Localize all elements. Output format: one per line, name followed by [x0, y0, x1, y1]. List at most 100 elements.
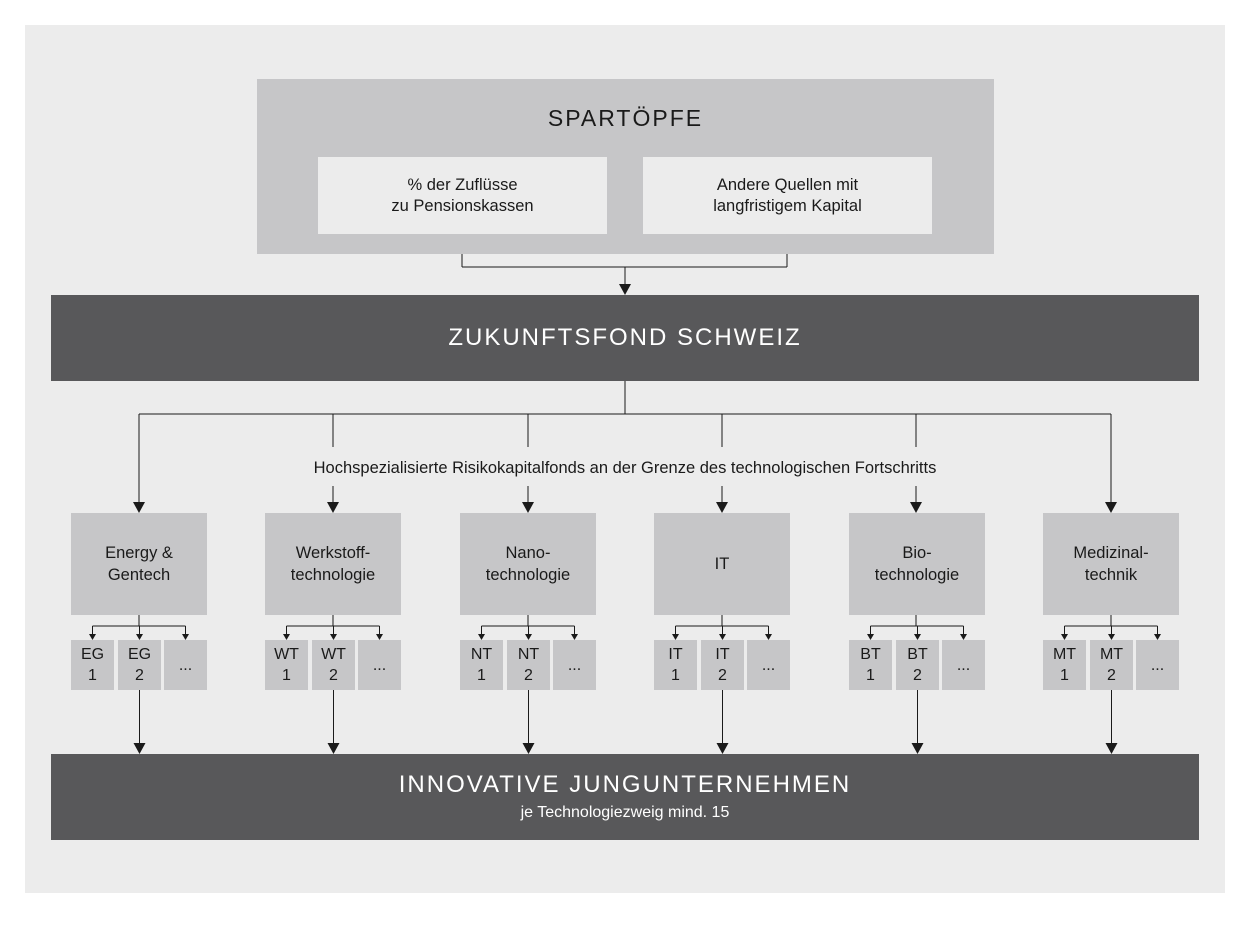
sub-fund-box: IT 2 — [701, 640, 744, 690]
tech-box-label: Gentech — [107, 566, 171, 584]
sub-fund-label: BT — [907, 646, 928, 663]
sub-fund-box: EG 1 — [71, 640, 114, 690]
arrow-head — [133, 743, 146, 754]
arrow-head — [136, 634, 143, 640]
tech-box-medizinal: Medizinal-technik — [1043, 513, 1179, 615]
sub-fund-label: IT — [668, 646, 683, 663]
arrow-head — [327, 502, 339, 513]
tech-box-label: technologie — [290, 566, 376, 584]
tech-box-bio: Bio-technologie — [849, 513, 985, 615]
future-fund-bar: ZUKUNFTSFOND SCHWEIZ — [51, 295, 1199, 381]
arrow-head — [1105, 743, 1118, 754]
arrow-head — [1105, 502, 1117, 513]
branch-caption: Hochspezialisierte Risikokapitalfonds an… — [200, 456, 1050, 480]
sub-fund-label: ... — [567, 656, 582, 674]
arrow-head — [327, 743, 340, 754]
arrow-head — [1061, 634, 1068, 640]
sub-fund-box: NT 2 — [507, 640, 550, 690]
arrow-head — [522, 743, 535, 754]
source-pension-inflows: % der Zuflüsse zu Pensionskassen — [318, 157, 607, 234]
tech-box-it: IT — [654, 513, 790, 615]
startups-title: INNOVATIVE JUNGUNTERNEHMEN — [398, 771, 852, 798]
sub-fund-label: BT — [860, 646, 881, 663]
sub-fund-box: BT 2 — [896, 640, 939, 690]
source-pension-inflows-line1: % der Zuflüsse — [407, 175, 518, 194]
tech-box-label: Medizinal- — [1073, 544, 1149, 562]
sub-fund-box: ... — [1136, 640, 1179, 690]
sub-fund-box: NT 1 — [460, 640, 503, 690]
sub-fund-label: ... — [956, 656, 971, 674]
arrow-head — [376, 634, 383, 640]
sub-fund-label: EG — [80, 646, 105, 663]
source-pension-inflows-line2: zu Pensionskassen — [391, 196, 534, 215]
arrow-head — [914, 634, 921, 640]
savings-pots-title: SPARTÖPFE — [547, 104, 704, 131]
source-long-term-capital-line1: Andere Quellen mit — [716, 175, 859, 194]
tech-box-label: Werkstoff- — [295, 544, 371, 562]
sub-fund-box: BT 1 — [849, 640, 892, 690]
sub-fund-box: MT 1 — [1043, 640, 1086, 690]
tech-box-energy-gentech: Energy & Gentech — [71, 513, 207, 615]
sub-fund-box: IT 1 — [654, 640, 697, 690]
arrow-head — [911, 743, 924, 754]
sub-fund-label: EG — [127, 646, 152, 663]
arrow-head — [525, 634, 532, 640]
arrow-head — [765, 634, 772, 640]
tech-box-nano: Nano-technologie — [460, 513, 596, 615]
sub-fund-label: WT — [274, 646, 299, 663]
arrow-head — [1154, 634, 1161, 640]
sub-fund-box: ... — [747, 640, 790, 690]
arrow-head — [522, 502, 534, 513]
sub-fund-label: 1 — [477, 667, 486, 684]
arrow-head — [960, 634, 967, 640]
future-fund-title: ZUKUNFTSFOND SCHWEIZ — [448, 324, 802, 351]
source-long-term-capital-line2: langfristigem Kapital — [713, 196, 862, 215]
sub-fund-label: IT — [715, 646, 730, 663]
sub-fund-label: 2 — [135, 667, 144, 684]
arrow-head — [182, 634, 189, 640]
tech-box-label: IT — [714, 555, 730, 573]
sub-fund-label: ... — [761, 656, 776, 674]
sub-fund-label: NT — [517, 646, 540, 663]
startups-subtitle: je Technologiezweig mind. 15 — [520, 804, 730, 821]
sub-fund-label: 1 — [671, 667, 680, 684]
sub-fund-label: ... — [372, 656, 387, 674]
sub-fund-label: 2 — [329, 667, 338, 684]
sub-fund-label: 1 — [866, 667, 875, 684]
arrow-head — [910, 502, 922, 513]
sub-fund-label: 1 — [282, 667, 291, 684]
sub-fund-label: 2 — [718, 667, 727, 684]
sub-fund-label: ... — [1150, 656, 1165, 674]
sub-fund-box: ... — [942, 640, 985, 690]
arrow-head — [716, 743, 729, 754]
arrow-head — [867, 634, 874, 640]
sub-fund-label: NT — [470, 646, 493, 663]
startups-bar: INNOVATIVE JUNGUNTERNEHMEN je Technologi… — [51, 754, 1199, 840]
arrow-head — [283, 634, 290, 640]
sub-fund-label: 2 — [524, 667, 533, 684]
sub-fund-label: 2 — [913, 667, 922, 684]
tech-box-label: Bio- — [902, 544, 932, 562]
arrow-head — [1108, 634, 1115, 640]
sub-fund-box: ... — [553, 640, 596, 690]
sub-fund-label: 1 — [88, 667, 97, 684]
arrow-head — [89, 634, 96, 640]
sub-fund-label: 2 — [1107, 667, 1116, 684]
sub-fund-label: 1 — [1060, 667, 1069, 684]
sub-fund-label: MT — [1052, 646, 1077, 663]
arrow-head — [478, 634, 485, 640]
tech-box-label: Energy & — [105, 544, 173, 562]
source-long-term-capital: Andere Quellen mit langfristigem Kapital — [643, 157, 932, 234]
tech-box-label: technologie — [874, 566, 960, 584]
tech-box-label: Nano- — [505, 544, 551, 562]
arrow-head — [133, 502, 145, 513]
arrow-head — [719, 634, 726, 640]
sub-fund-box: ... — [164, 640, 207, 690]
sub-fund-box: WT 1 — [265, 640, 308, 690]
sub-fund-label: ... — [178, 656, 193, 674]
tech-box-label: technologie — [485, 566, 571, 584]
arrow-head — [330, 634, 337, 640]
